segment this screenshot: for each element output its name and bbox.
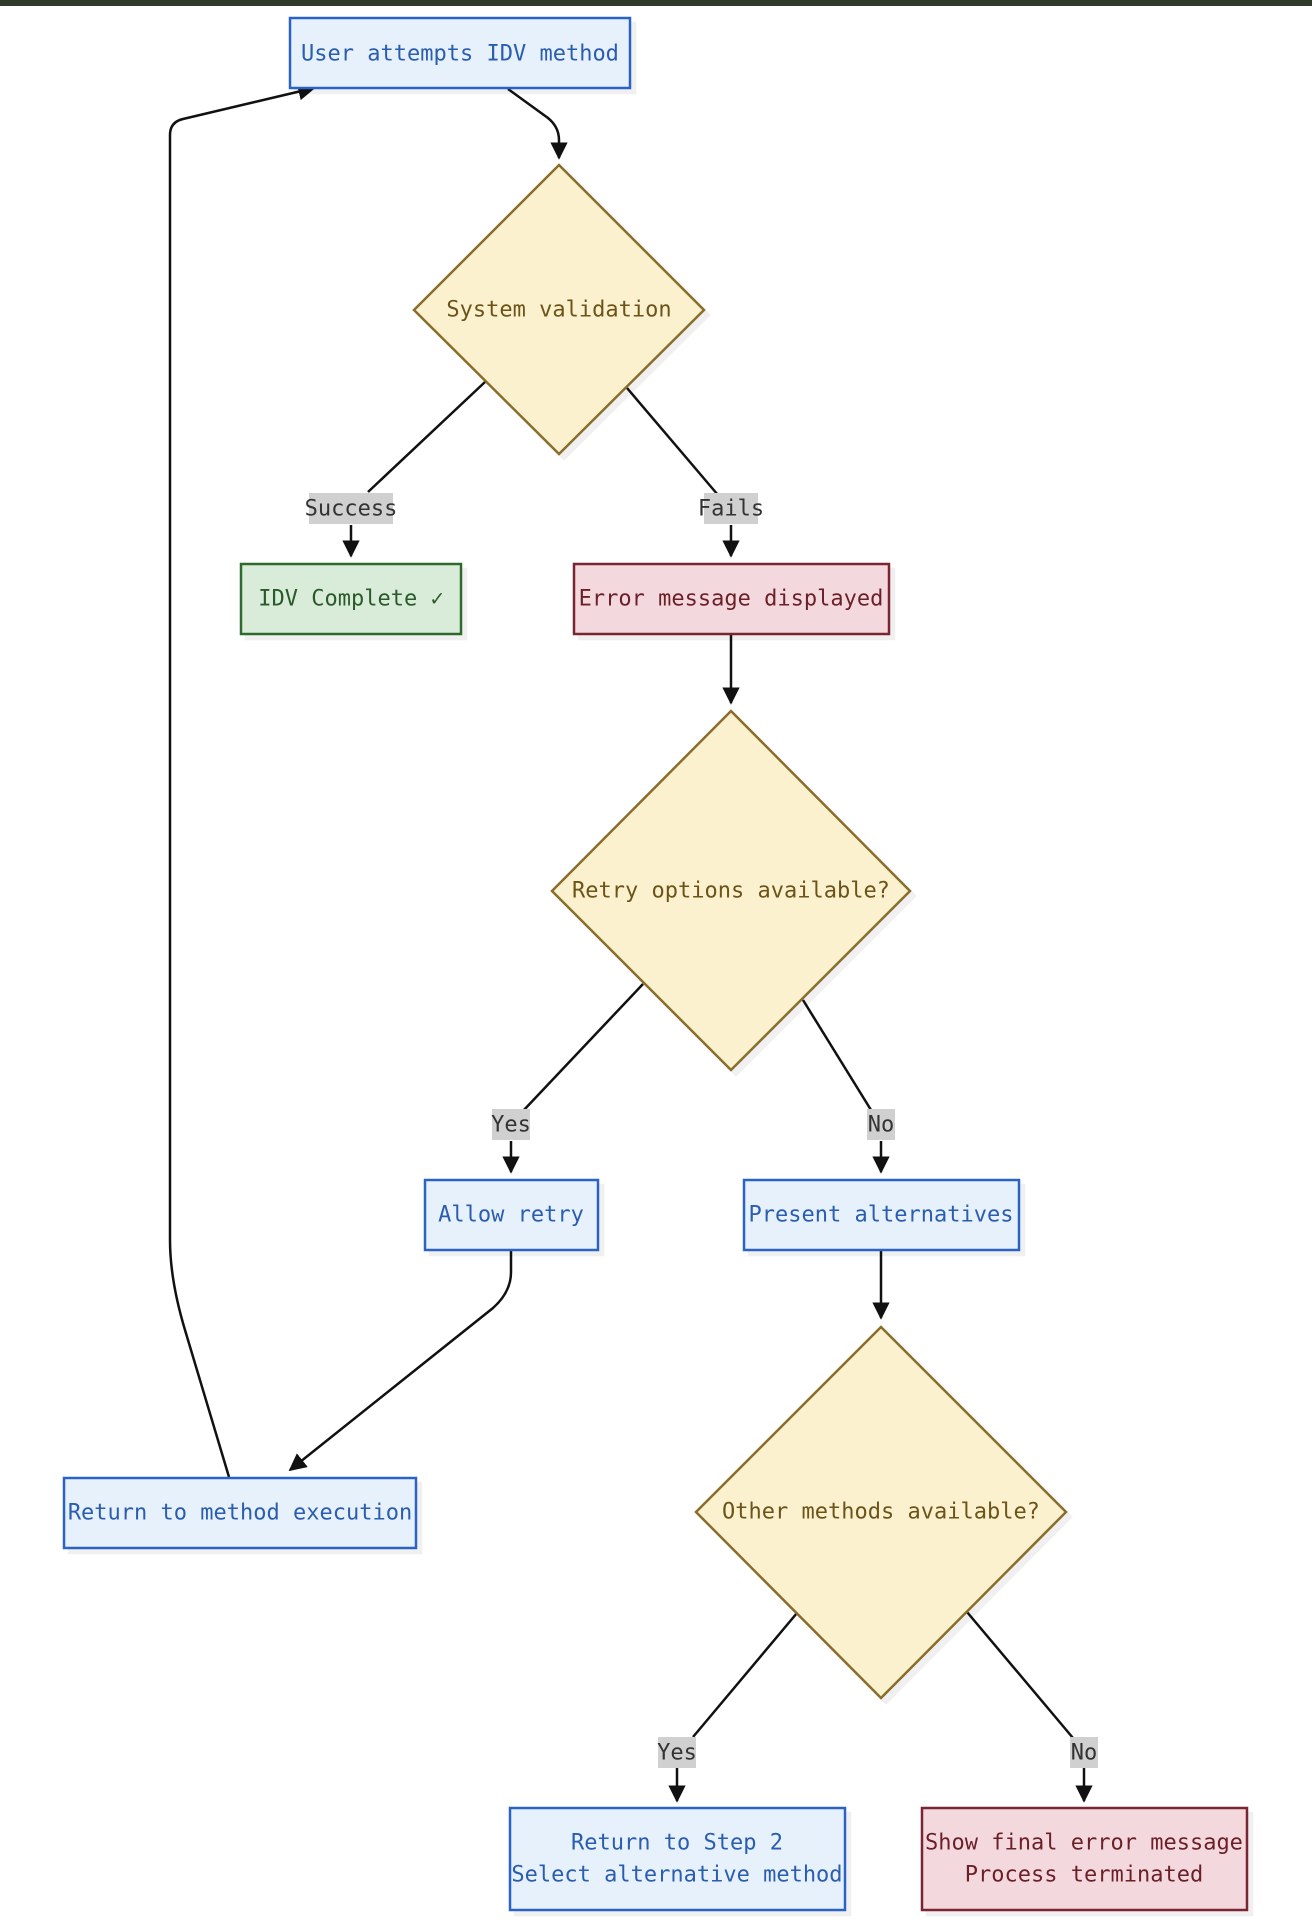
decision-system-validation: System validation xyxy=(412,163,706,456)
edge-label-other-yes: Yes xyxy=(657,1741,697,1766)
node-return-to-step-2: Return to Step 2 Select alternative meth… xyxy=(508,1806,847,1912)
node-allow-retry: Allow retry xyxy=(423,1178,600,1252)
node-final-error: Show final error message Process termina… xyxy=(920,1806,1249,1912)
top-border xyxy=(0,0,1312,6)
node-label: Return to method execution xyxy=(68,1501,412,1526)
edge-attempt-to-validation xyxy=(507,87,568,160)
edge-labels: Success Fails Yes No Yes No xyxy=(305,493,1098,1768)
edge-label-success: Success xyxy=(305,497,398,522)
edge-other-yes xyxy=(692,1612,798,1738)
decision-retry-options: Retry options available? xyxy=(550,709,912,1072)
node-label-line-2: Select alternative method xyxy=(511,1863,842,1888)
node-present-alternatives: Present alternatives xyxy=(742,1178,1021,1252)
decision-other-methods: Other methods available? xyxy=(694,1325,1068,1700)
node-label: Present alternatives xyxy=(749,1203,1014,1228)
node-label: Allow retry xyxy=(438,1203,584,1228)
edge-retry-no xyxy=(801,999,873,1111)
decision-label: Other methods available? xyxy=(722,1500,1040,1525)
decision-label: System validation xyxy=(446,298,671,323)
node-label: IDV Complete ✓ xyxy=(258,587,443,612)
edge-allow-retry-to-return xyxy=(288,1250,513,1472)
node-label-line-1: Show final error message xyxy=(925,1831,1243,1856)
edge-return-to-attempt xyxy=(168,83,316,1478)
node-label: User attempts IDV method xyxy=(301,42,619,67)
edge-validation-success xyxy=(367,381,486,493)
edge-label-other-no: No xyxy=(1071,1741,1098,1766)
node-label-line-2: Process terminated xyxy=(965,1863,1203,1888)
node-idv-complete: IDV Complete ✓ xyxy=(239,562,463,636)
node-return-to-method-execution: Return to method execution xyxy=(62,1476,418,1550)
node-user-attempts: User attempts IDV method xyxy=(288,16,632,90)
edge-label-retry-yes: Yes xyxy=(491,1113,531,1138)
edge-retry-yes xyxy=(522,983,644,1112)
edge-validation-fails xyxy=(626,387,719,496)
node-error-message: Error message displayed xyxy=(572,562,891,636)
node-label: Error message displayed xyxy=(579,587,884,612)
decision-label: Retry options available? xyxy=(572,879,890,904)
edge-label-retry-no: No xyxy=(868,1113,895,1138)
node-label-line-1: Return to Step 2 xyxy=(571,1831,783,1856)
edge-other-no xyxy=(966,1611,1074,1739)
edges xyxy=(168,83,1093,1803)
edge-label-fails: Fails xyxy=(698,497,764,522)
